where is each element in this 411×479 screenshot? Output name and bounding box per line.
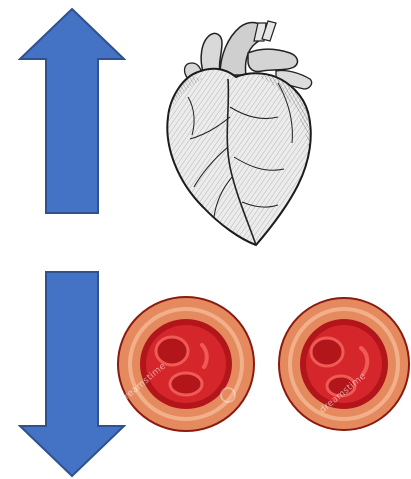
blood-cell-right-icon <box>277 296 411 432</box>
up-arrow-icon <box>18 7 126 215</box>
anatomical-heart-icon <box>158 17 318 249</box>
down-arrow-icon <box>18 270 126 478</box>
blood-cell-left-icon <box>116 295 256 433</box>
